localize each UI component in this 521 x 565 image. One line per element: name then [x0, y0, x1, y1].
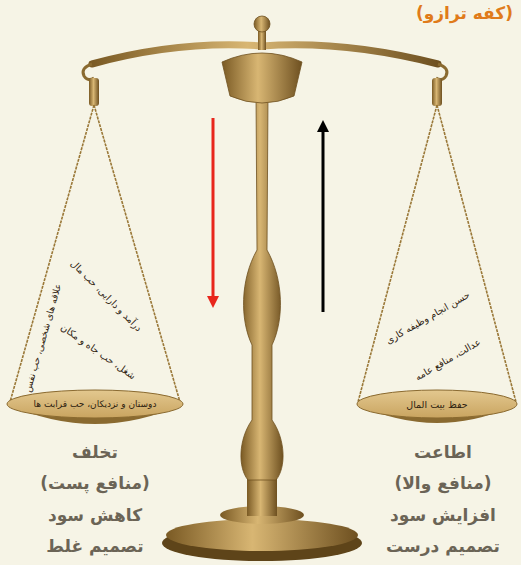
- caption: (منافع والا): [394, 473, 491, 493]
- caption: تصمیم غلط: [46, 536, 143, 556]
- caption: (منافع پست): [40, 473, 150, 493]
- finial: [254, 16, 270, 32]
- caption: تخلف: [72, 442, 118, 462]
- scale-pan: علاقه های شخصی، حب نفسدرآمد و دارایی، حب…: [4, 240, 190, 430]
- title: (کفه ترازو): [416, 3, 513, 23]
- chain: [358, 105, 437, 402]
- pan-item: دوستان و نزدیکان، حب قرابت ها: [34, 400, 157, 410]
- hook: [83, 64, 94, 80]
- caption: اطاعت: [414, 442, 472, 462]
- caption: تصمیم درست: [386, 536, 500, 556]
- cap: [222, 53, 302, 103]
- scale-pan: حسن انجام وظیفه کاریعدالت، منافع عامه حفظ…: [352, 240, 520, 430]
- base-neck: [247, 478, 277, 516]
- stem: [241, 95, 283, 480]
- pan: [357, 390, 517, 418]
- pan: [7, 390, 183, 418]
- caption: کاهش سود: [48, 505, 142, 525]
- pan-item: حسن انجام وظیفه کاری: [384, 290, 472, 347]
- down-arrow: [212, 118, 215, 302]
- pan-item: حفظ بیت المال: [406, 400, 467, 410]
- pan-item: عدالت، منافع عامه: [413, 337, 482, 383]
- hook: [436, 64, 447, 80]
- chain-knot: [89, 78, 99, 106]
- caption: افزایش سود: [390, 505, 496, 525]
- chain: [10, 105, 94, 402]
- chain-knot: [432, 78, 442, 106]
- pan-item: درآمد و دارایی، حب مال: [68, 258, 143, 333]
- pan-item: علاقه های شخصی، حب نفس: [23, 283, 64, 394]
- up-arrow: [322, 126, 325, 312]
- pan-item: شغل، حب جاه و مکان: [59, 322, 138, 381]
